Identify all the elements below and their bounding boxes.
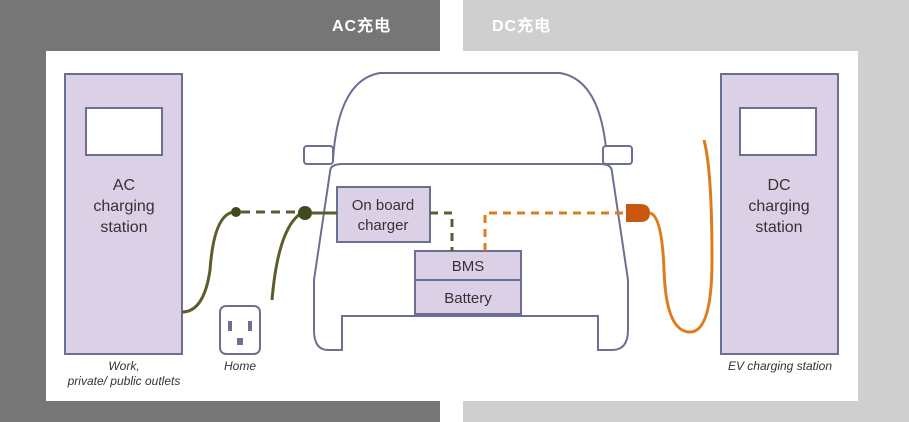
bms-battery-block: BMS Battery [414,250,522,315]
car-ac-inlet [298,206,312,220]
dc-cable [483,139,714,334]
dc-station-label-1: DC [767,177,790,194]
charging-diagram: AC charging station DC charging station … [46,51,858,401]
bms-label: BMS [452,258,485,275]
dc-connector [626,204,650,222]
caption-work: Work, [108,359,139,373]
battery-box [414,279,522,315]
battery-label: Battery [444,290,492,307]
caption-private-public-outlets: private/ public outlets [67,374,181,388]
on-board-charger-label-1: On board [352,197,415,214]
right-mirror [602,145,633,165]
ac-cable [181,206,454,314]
charging-diagram-svg: AC charging station DC charging station … [64,72,839,388]
on-board-charger-label-2: charger [358,217,409,234]
ac-plug [231,207,241,217]
ac-charging-station: AC charging station [64,73,183,355]
ac-station-label-1: AC [113,177,135,194]
dc-charging-station: DC charging station [720,73,839,355]
dc-charging-header: DC充电 [492,18,552,35]
bms-box [414,250,522,281]
dc-station-label-3: station [755,219,802,236]
caption-ev-charging-station: EV charging station [728,359,832,373]
ac-station-label-2: charging [93,198,154,215]
dc-station-label-2: charging [748,198,809,215]
on-board-charger: On board charger [336,186,431,243]
caption-home: Home [224,359,256,373]
ac-station-label-3: station [100,219,147,236]
home-outlet [219,305,261,355]
left-mirror [303,145,334,165]
ac-station-screen [85,107,163,156]
ac-charging-header: AC充电 [332,18,392,35]
dc-station-screen [739,107,817,156]
